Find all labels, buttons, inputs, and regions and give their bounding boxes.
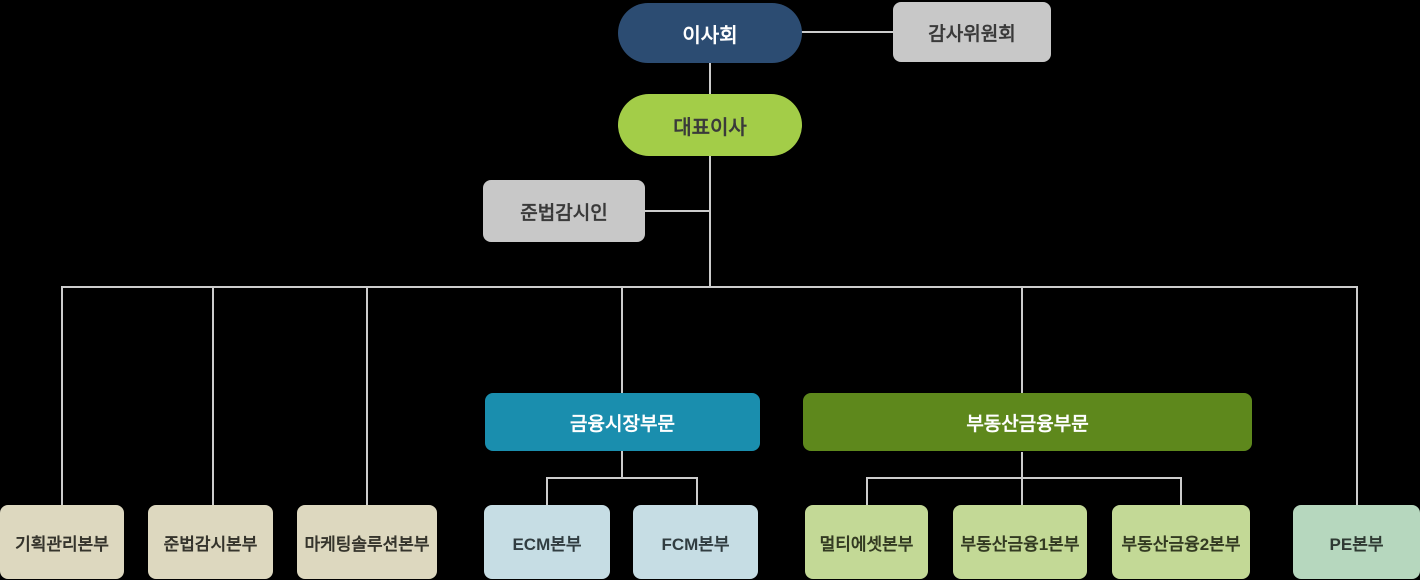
planning-division-node: 기획관리본부 xyxy=(0,505,124,579)
ceo-node: 대표이사 xyxy=(618,94,802,156)
connector-drop-planning xyxy=(61,287,63,506)
board-node: 이사회 xyxy=(618,3,802,63)
connector-fm-stub-ecm xyxy=(546,478,548,506)
multi-asset-division-node: 멀티에셋본부 xyxy=(805,505,928,579)
connector-drop-pe xyxy=(1356,287,1358,506)
connector-re-stub-ref2 xyxy=(1180,478,1182,506)
connector-re-stub-multi-asset xyxy=(866,478,868,506)
compliance-division-node: 준법감시본부 xyxy=(148,505,273,579)
real-estate-finance-sector-node: 부동산금융부문 xyxy=(803,393,1252,451)
audit-committee-node: 감사위원회 xyxy=(893,2,1051,62)
connector-trunk xyxy=(709,60,711,288)
connector-drop-marketing xyxy=(366,287,368,506)
marketing-solution-division-node: 마케팅솔루션본부 xyxy=(297,505,437,579)
pe-division-node: PE본부 xyxy=(1293,505,1420,579)
connector-compliance-officer xyxy=(645,210,710,212)
real-estate-finance2-division-node: 부동산금융2본부 xyxy=(1112,505,1250,579)
connector-board-audit xyxy=(800,31,893,33)
connector-drop-financial-markets xyxy=(621,287,623,394)
real-estate-finance1-division-node: 부동산금융1본부 xyxy=(953,505,1087,579)
connector-re-horizontal xyxy=(866,477,1182,479)
ecm-division-node: ECM본부 xyxy=(484,505,610,579)
connector-distributor xyxy=(61,286,1358,288)
fcm-division-node: FCM본부 xyxy=(633,505,758,579)
connector-fm-horizontal xyxy=(546,477,698,479)
connector-fm-stub-fcm xyxy=(696,478,698,506)
connector-re-vertical xyxy=(1021,452,1023,506)
connector-drop-real-estate xyxy=(1021,287,1023,394)
compliance-officer-node: 준법감시인 xyxy=(483,180,645,242)
connector-drop-compliance xyxy=(212,287,214,506)
connector-fm-vertical xyxy=(621,451,623,478)
financial-markets-sector-node: 금융시장부문 xyxy=(485,393,760,451)
